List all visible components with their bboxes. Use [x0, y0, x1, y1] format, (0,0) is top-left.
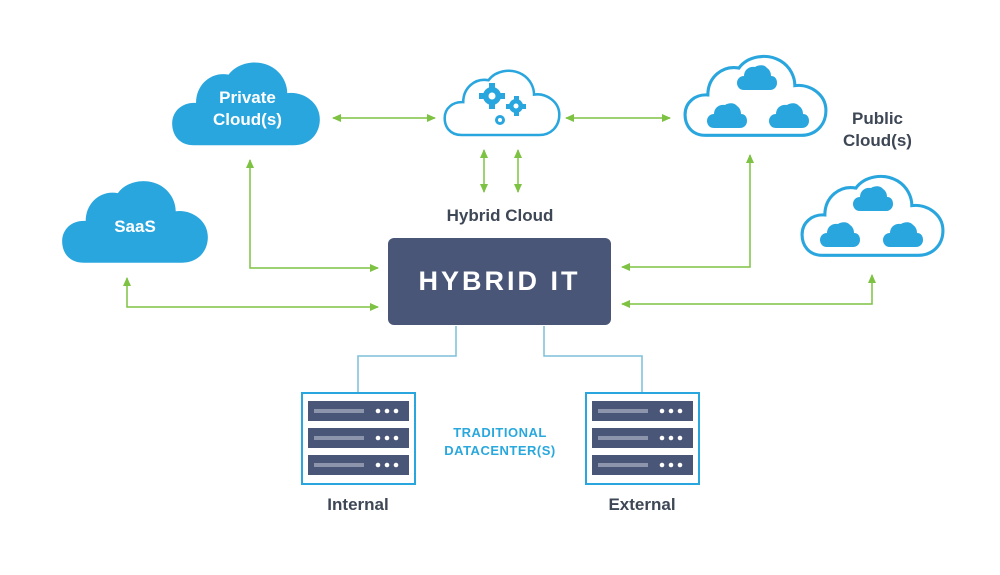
hybrid-cloud: [443, 69, 561, 137]
external-server-rack: [585, 392, 700, 485]
public-cloud-label-line2: Cloud(s): [843, 131, 912, 150]
public-cloud-label-line1: Public: [851, 109, 903, 128]
hybrid-it-hub: HYBRID IT: [388, 238, 611, 325]
connector-external: [543, 326, 643, 392]
server-rack-icon: [308, 401, 409, 475]
connection-arrows: [123, 114, 876, 311]
traditional-label-line1: TRADITIONAL: [453, 425, 547, 440]
arrow-public-top-hub: [621, 154, 754, 271]
datacenter-connectors: [357, 326, 643, 392]
arrow-saas-hub: [123, 277, 379, 311]
connector-internal: [357, 326, 457, 392]
traditional-label-line2: DATACENTER(S): [444, 443, 556, 458]
arrow-private-hub: [246, 159, 379, 272]
saas-label: SaaS: [114, 217, 156, 236]
external-label: External: [608, 495, 676, 514]
hybrid-cloud-label: Hybrid Cloud: [446, 206, 554, 225]
public-cloud-top: [683, 54, 828, 138]
hub-label: HYBRID IT: [418, 266, 581, 296]
arrow-public-bottom-hub: [621, 274, 876, 308]
gears-icon: [479, 83, 526, 125]
internal-label: Internal: [327, 495, 389, 514]
private-cloud-label: Private Cloud(s): [213, 88, 282, 129]
server-rack-icon: [592, 401, 693, 475]
public-cloud-bottom: [800, 174, 945, 258]
internal-server-rack: [301, 392, 416, 485]
